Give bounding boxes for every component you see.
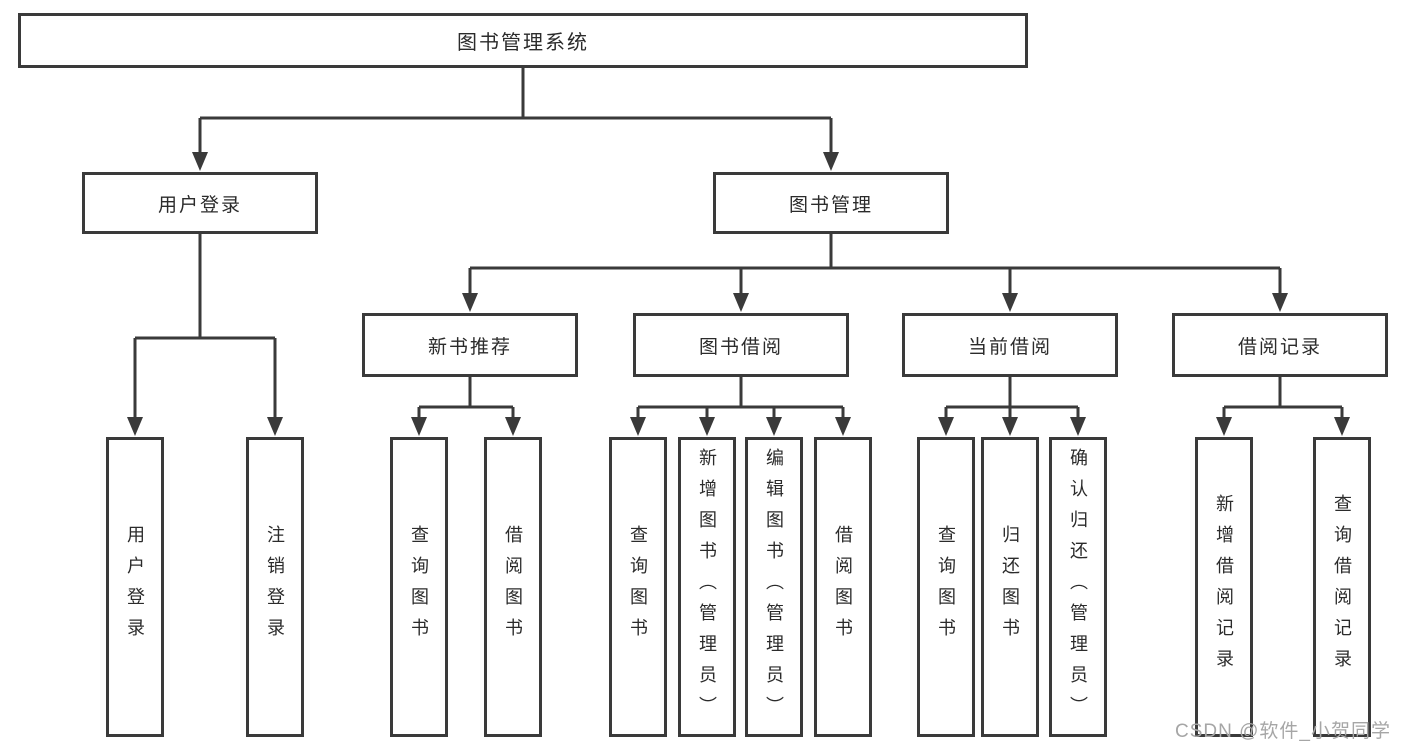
node-book-borrow-label: 图书借阅 [698,336,783,358]
leaf-logout-login: 注销登录 [246,437,304,737]
node-book-borrow: 图书借阅 [633,313,849,377]
leaf-user-login-label: 用户登录 [125,525,145,649]
leaf-return-books: 归还图书 [981,437,1039,737]
leaf-logout-login-label: 注销登录 [265,525,285,649]
leaf-query-books-borrow: 查询图书 [609,437,667,737]
connector-book-borrow-fork [630,377,851,436]
watermark: CSDN @软件_小贺同学 [1175,721,1391,742]
leaf-confirm-return-admin: 确认归还（管理员） [1049,437,1107,737]
node-user-login-label: 用户登录 [157,194,242,216]
leaf-confirm-return-admin-label: 确认归还（管理员） [1068,447,1088,727]
leaf-query-books-recommend-label: 查询图书 [409,525,429,649]
leaf-query-books-recommend: 查询图书 [390,437,448,737]
node-new-book-recommend: 新书推荐 [362,313,578,377]
leaf-add-books-admin-label: 新增图书（管理员） [697,447,717,727]
leaf-borrow-books-recommend-label: 借阅图书 [503,525,523,649]
connector-new-book-fork [411,377,521,436]
leaf-return-books-label: 归还图书 [1000,525,1020,649]
leaf-borrow-books-recommend: 借阅图书 [484,437,542,737]
connector-book-mgmt-fork [462,234,1288,312]
leaf-edit-books-admin: 编辑图书（管理员） [745,437,803,737]
connector-root-fork [192,68,839,171]
leaf-add-books-admin: 新增图书（管理员） [678,437,736,737]
leaf-query-borrow-record-label: 查询借阅记录 [1332,494,1352,680]
node-root-system: 图书管理系统 [18,13,1028,68]
node-root-label: 图书管理系统 [457,32,589,54]
leaf-add-borrow-record-label: 新增借阅记录 [1214,494,1234,680]
node-book-management-label: 图书管理 [788,194,873,216]
leaf-edit-books-admin-label: 编辑图书（管理员） [764,447,784,727]
leaf-query-books-borrow-label: 查询图书 [628,525,648,649]
leaf-query-borrow-record: 查询借阅记录 [1313,437,1371,737]
leaf-user-login: 用户登录 [106,437,164,737]
connector-borrow-records-fork [1216,377,1350,436]
leaf-query-books-current: 查询图书 [917,437,975,737]
node-borrow-records-label: 借阅记录 [1237,336,1322,358]
node-new-book-recommend-label: 新书推荐 [427,336,512,358]
connector-current-borrow-fork [938,377,1086,436]
leaf-add-borrow-record: 新增借阅记录 [1195,437,1253,737]
node-current-borrow-label: 当前借阅 [967,336,1052,358]
node-book-management: 图书管理 [713,172,949,234]
leaf-borrow-books-label: 借阅图书 [833,525,853,649]
connector-user-login-fork [127,234,283,436]
node-current-borrow: 当前借阅 [902,313,1118,377]
node-borrow-records: 借阅记录 [1172,313,1388,377]
leaf-borrow-books: 借阅图书 [814,437,872,737]
leaf-query-books-current-label: 查询图书 [936,525,956,649]
node-user-login: 用户登录 [82,172,318,234]
